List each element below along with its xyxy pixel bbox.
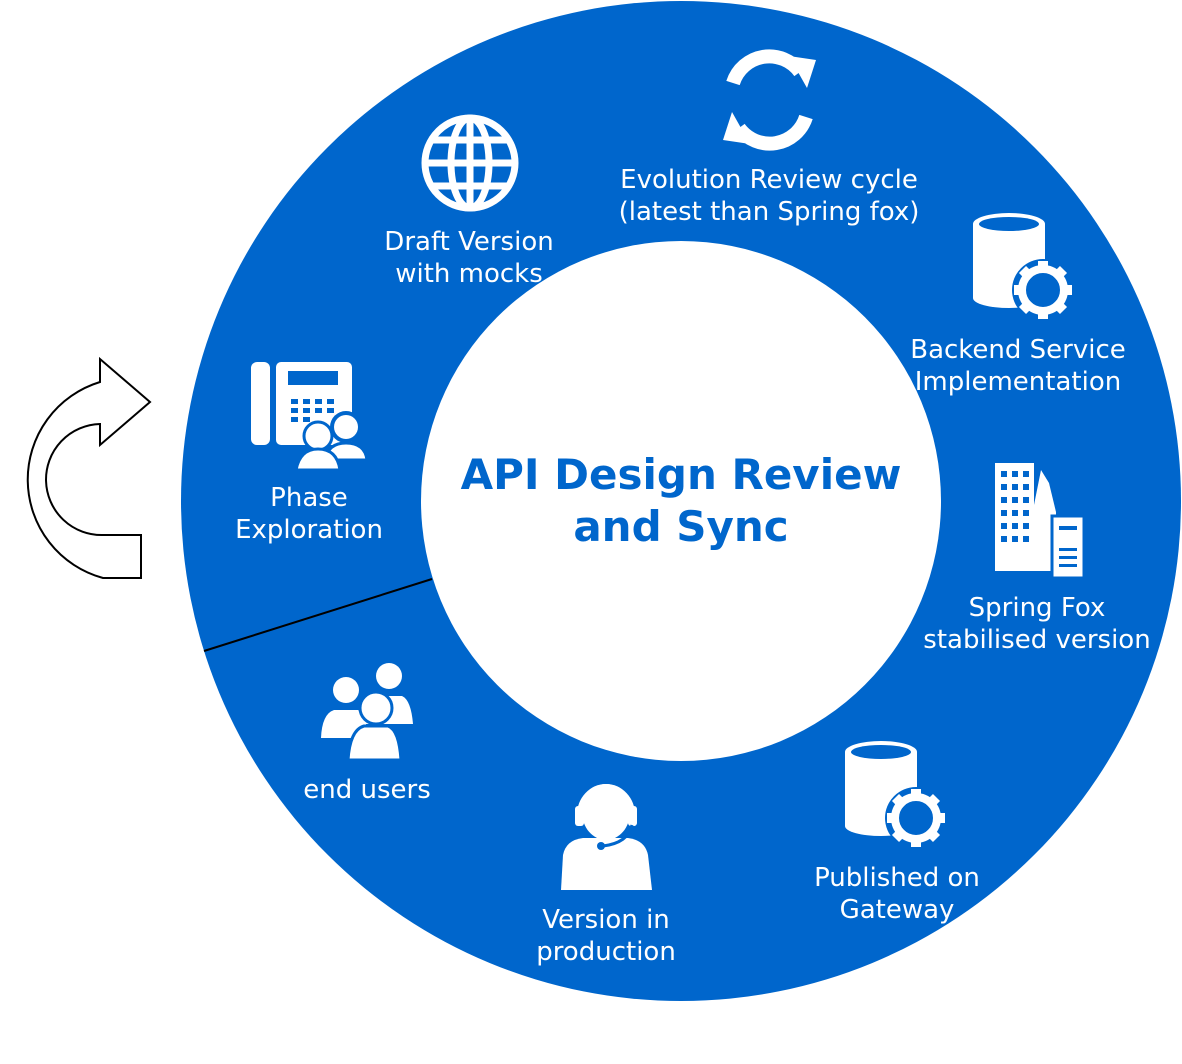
- step-label-line: Version in: [542, 905, 670, 935]
- step-label-line: Published on: [814, 863, 980, 893]
- phone-conference-icon: [251, 362, 369, 472]
- headset-user-icon: [561, 784, 652, 890]
- step-label-line: (latest than Spring fox): [618, 197, 920, 227]
- step-label-line: Phase: [270, 483, 348, 513]
- user-group-icon: [321, 663, 413, 762]
- step-label-line: Gateway: [839, 895, 955, 925]
- restart-arrow-icon: [26, 356, 152, 579]
- step-label-backend-service: Backend Service Implementation: [910, 334, 1126, 398]
- step-label-draft-version: Draft Version with mocks: [384, 226, 553, 290]
- cycle-divider-line: [203, 578, 433, 652]
- database-gear-icon: [845, 741, 947, 849]
- step-label-published-gateway: Published on Gateway: [814, 862, 980, 926]
- step-label-line: Evolution Review cycle: [620, 165, 918, 195]
- step-label-line: end users: [303, 775, 431, 805]
- step-label-line: Draft Version: [384, 227, 554, 257]
- database-gear-icon: [973, 213, 1074, 321]
- step-label-spring-fox: Spring Fox stabilised version: [923, 592, 1150, 656]
- step-label-version-production: Version in production: [536, 904, 676, 968]
- step-label-line: production: [536, 937, 676, 967]
- step-label-line: Implementation: [914, 367, 1122, 397]
- step-label-line: with mocks: [395, 259, 543, 289]
- step-label-line: Exploration: [235, 515, 383, 545]
- globe-icon: [421, 114, 519, 212]
- buildings-icon: [995, 463, 1086, 580]
- step-label-end-users: end users: [303, 774, 431, 806]
- step-label-evolution-review: Evolution Review cycle (latest than Spri…: [619, 164, 920, 228]
- center-disk: [421, 241, 941, 761]
- step-label-line: Backend Service: [910, 335, 1126, 365]
- step-label-line: stabilised version: [923, 625, 1151, 655]
- title-line-2: and Sync: [573, 502, 789, 551]
- page-title: API Design Review and Sync: [461, 449, 902, 553]
- title-line-1: API Design Review: [460, 450, 902, 499]
- refresh-cycle-icon: [723, 49, 816, 151]
- step-label-line: Spring Fox: [968, 593, 1106, 623]
- step-label-phase-exploration: Phase Exploration: [235, 482, 383, 546]
